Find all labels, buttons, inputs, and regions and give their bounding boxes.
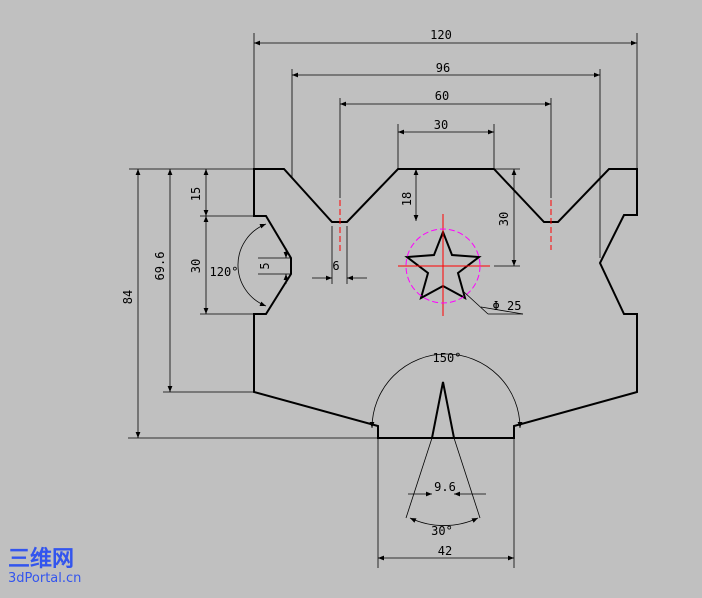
watermark-en: 3dPortal.cn <box>8 571 81 586</box>
pitch-circle <box>405 228 481 304</box>
dim-9-6: 9.6 <box>434 480 456 494</box>
dim-6: 6 <box>332 259 339 273</box>
part-outline <box>253 168 638 439</box>
extension-lines <box>128 33 638 568</box>
dim-120: 120 <box>430 28 452 42</box>
dim-phi-25: Φ 25 <box>493 299 522 313</box>
dim-15: 15 <box>189 187 203 201</box>
dimension-lines <box>135 40 637 561</box>
dim-30-top: 30 <box>434 118 448 132</box>
dim-5: 5 <box>258 262 272 269</box>
watermark-cn: 三维网 <box>8 546 74 572</box>
dim-60: 60 <box>435 89 449 103</box>
centerlines <box>339 200 552 316</box>
dim-angle-30: 30° <box>431 524 453 538</box>
dim-18: 18 <box>400 192 414 206</box>
dim-96: 96 <box>436 61 450 75</box>
dim-30-right: 30 <box>497 212 511 226</box>
dim-angle-120: 120° <box>210 265 239 279</box>
dim-angle-150: 150° <box>433 351 462 365</box>
dim-42: 42 <box>438 544 452 558</box>
dim-30-left: 30 <box>189 259 203 273</box>
dim-84: 84 <box>121 290 135 304</box>
dim-69-6: 69.6 <box>153 252 167 281</box>
bottom-spike <box>431 381 455 439</box>
